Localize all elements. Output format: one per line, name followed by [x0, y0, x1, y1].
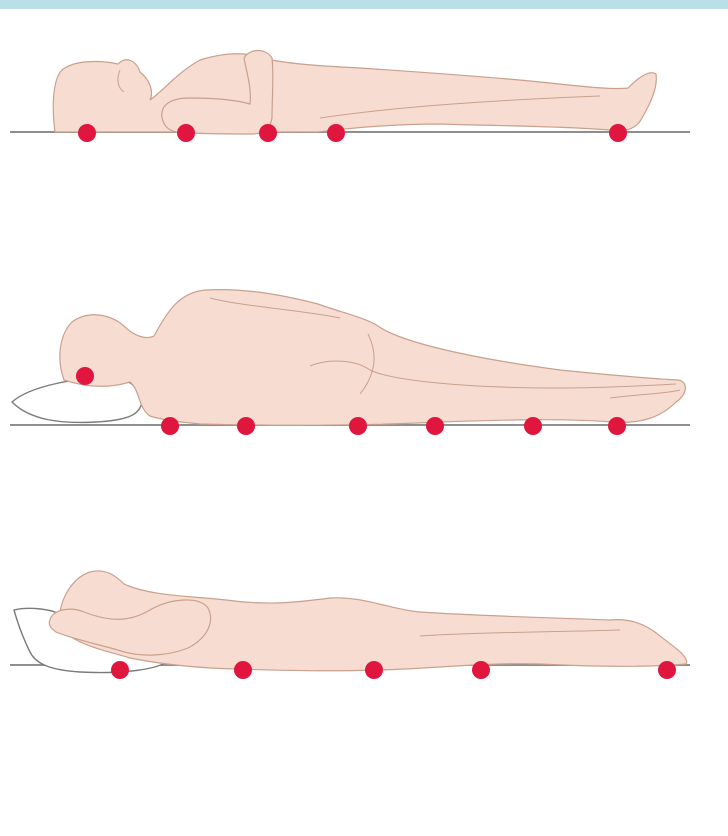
pressure-point-calf	[524, 417, 542, 435]
pressure-point-heel	[609, 124, 627, 142]
supine-body	[53, 54, 656, 132]
pressure-point-hip	[365, 661, 383, 679]
pressure-point-ear	[76, 367, 94, 385]
pressure-point-chest	[234, 661, 252, 679]
pressure-point-sacrum	[327, 124, 345, 142]
pressure-point-shoulder	[177, 124, 195, 142]
side-lying-figure	[0, 270, 728, 450]
pressure-point-toes	[658, 661, 676, 679]
prone-figure	[0, 540, 728, 700]
prone-position-scene	[0, 540, 728, 700]
pressure-point-face	[111, 661, 129, 679]
pressure-point-knee	[472, 661, 490, 679]
side-lying-body	[60, 290, 686, 426]
supine-position-scene	[0, 0, 728, 180]
pressure-point-ribs	[237, 417, 255, 435]
side-lying-position-scene	[0, 270, 728, 450]
pressure-point-knee	[426, 417, 444, 435]
pressure-point-head	[78, 124, 96, 142]
pressure-point-hip	[349, 417, 367, 435]
pressure-point-shoulder	[161, 417, 179, 435]
pressure-point-elbow	[259, 124, 277, 142]
supine-figure	[0, 0, 728, 180]
pressure-point-ankle	[608, 417, 626, 435]
